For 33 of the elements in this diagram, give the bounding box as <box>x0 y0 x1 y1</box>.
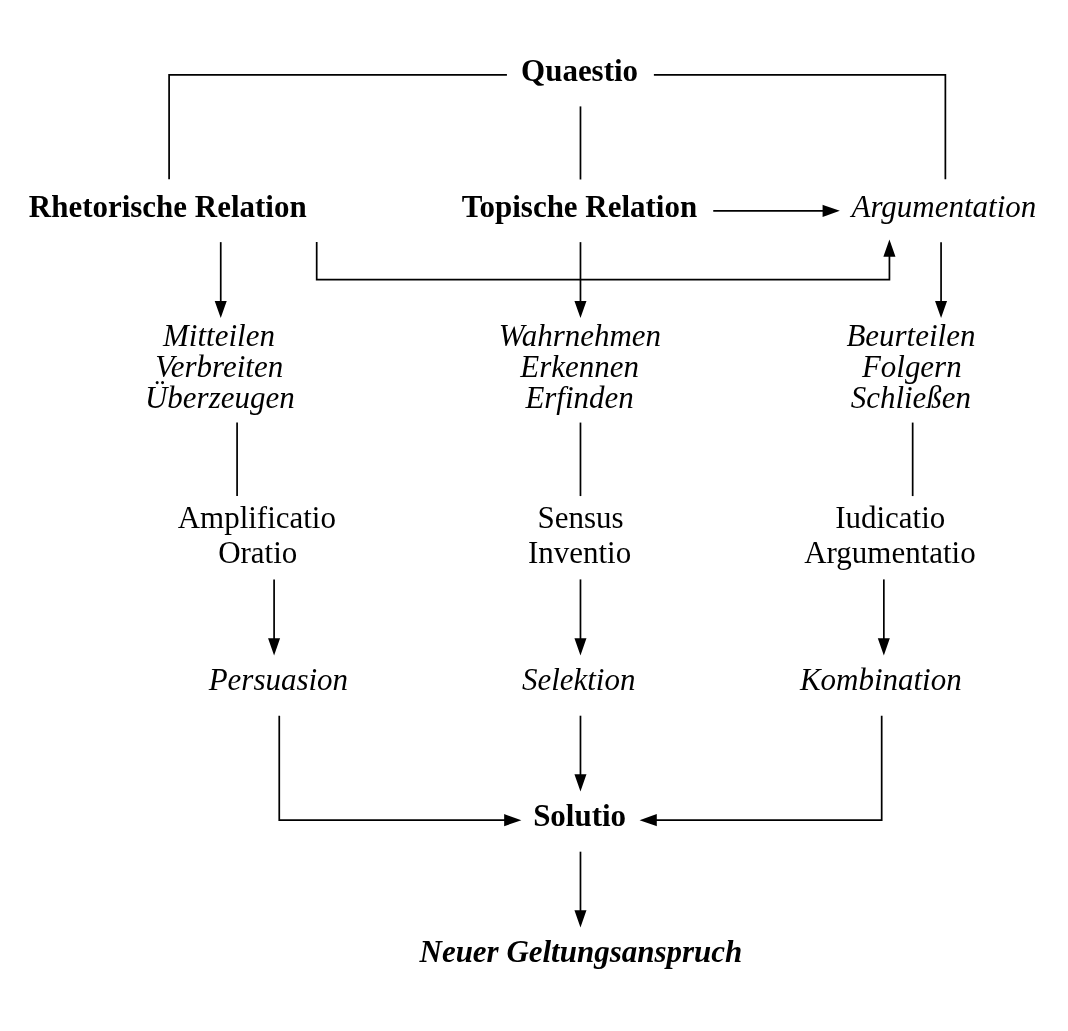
node-text: Solutio <box>533 798 627 834</box>
arrow <box>935 241 948 319</box>
node-text: Kombination <box>799 662 962 698</box>
node-text: Beurteilen Folgern Schließen <box>846 317 976 415</box>
connector <box>911 421 914 497</box>
connector <box>579 105 582 181</box>
arrow <box>574 714 587 792</box>
node-text: Quaestio <box>521 52 639 88</box>
arrow <box>712 204 840 217</box>
node-text: Neuer Geltungsanspruch <box>419 933 743 969</box>
node-text: Mitteilen Verbreiten Überzeugen <box>145 317 295 415</box>
arrow <box>574 578 587 656</box>
arrow <box>268 578 281 656</box>
node-text: Wahrnehmen Erkennen Erfinden <box>498 317 662 415</box>
node-text: Selektion <box>521 662 636 698</box>
arrow <box>574 850 587 928</box>
arrow <box>278 714 522 827</box>
node-text: Sensus Inventio <box>527 500 632 570</box>
arrow <box>877 578 890 656</box>
connector <box>579 421 582 497</box>
connector <box>236 421 238 497</box>
arrow <box>639 714 883 827</box>
node-text: Topische Relation <box>461 188 698 224</box>
node-text: Rhetorische Relation <box>28 188 307 224</box>
connector <box>653 74 947 181</box>
arrow <box>574 241 587 319</box>
arrow <box>315 239 896 281</box>
node-text: Amplificatio Oratio <box>177 500 336 570</box>
node-text: Persuasion <box>208 662 349 698</box>
node-text: Iudicatio Argumentatio <box>804 500 976 570</box>
node-text: Argumentation <box>851 188 1037 224</box>
connector <box>168 74 508 181</box>
arrow <box>214 241 227 319</box>
